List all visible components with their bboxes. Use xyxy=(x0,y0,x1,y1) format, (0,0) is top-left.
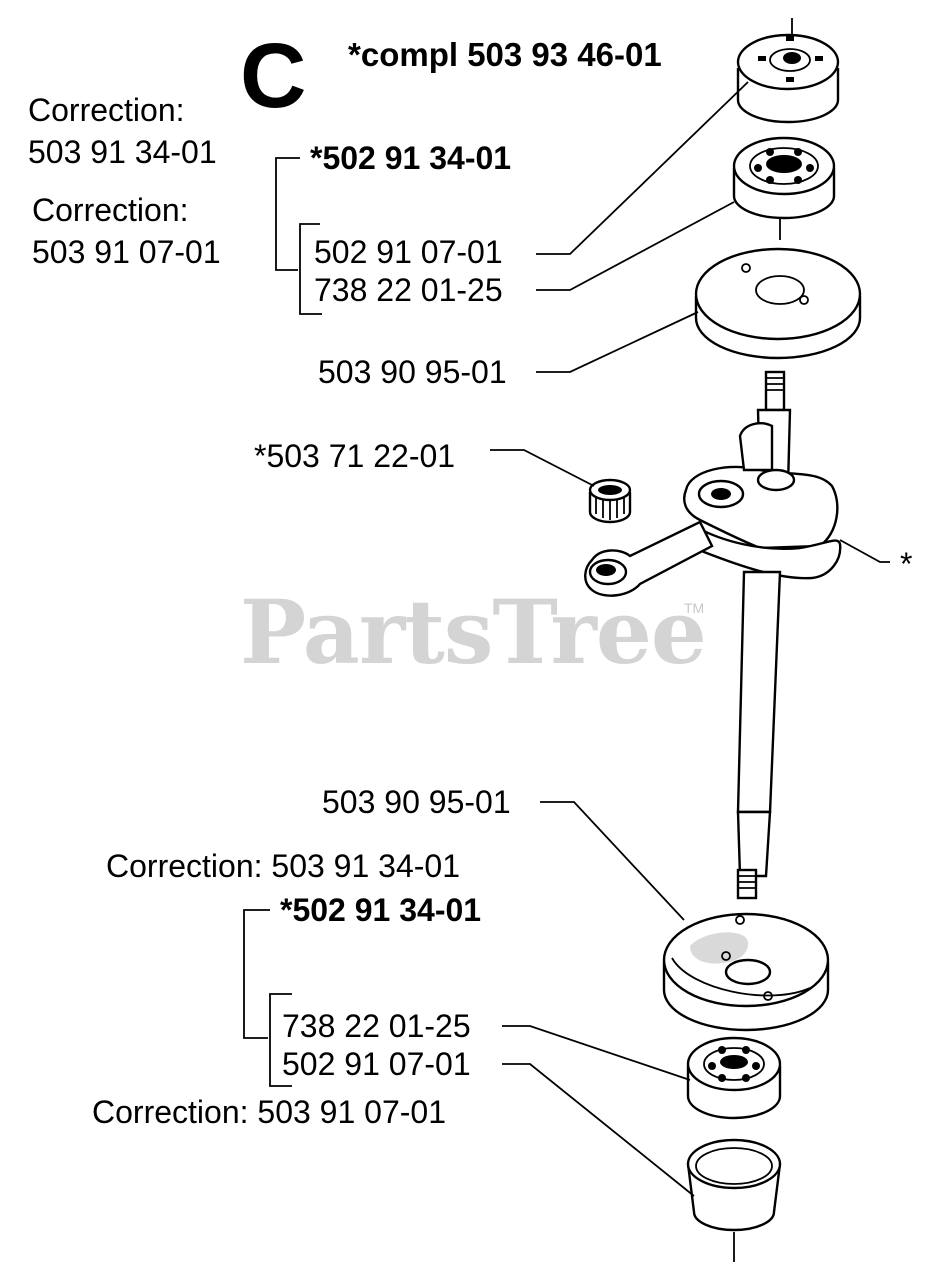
crankshaft-marker[interactable]: * xyxy=(900,546,913,582)
bottom-seal-part-number[interactable]: 502 91 07-01 xyxy=(282,1046,471,1082)
top-correction-label-2: Correction: xyxy=(32,192,189,228)
watermark: PartsTree xyxy=(240,580,707,684)
top-ball-bearing-part[interactable] xyxy=(732,136,836,220)
needle-bearing-part[interactable] xyxy=(588,478,632,524)
lower-ball-bearing-part[interactable] xyxy=(686,1036,782,1120)
bottom-group-label[interactable]: *502 91 34-01 xyxy=(280,892,482,928)
crankshaft-part[interactable] xyxy=(584,370,842,900)
bottom-bearing-part-number[interactable]: 738 22 01-25 xyxy=(282,1008,471,1044)
top-leader-lines xyxy=(275,81,890,563)
top-correction-value-1[interactable]: 503 91 34-01 xyxy=(28,134,217,170)
top-correction-label-1: Correction: xyxy=(28,92,185,128)
bottom-correction-top[interactable]: Correction: 503 91 34-01 xyxy=(106,848,460,884)
bottom-plate-part-number[interactable]: 503 90 95-01 xyxy=(322,784,511,820)
kit-label[interactable]: *compl 503 93 46-01 xyxy=(348,36,662,73)
top-seal-part[interactable] xyxy=(736,33,840,124)
needle-bearing-part-number[interactable]: *503 71 22-01 xyxy=(254,438,456,474)
top-group-label[interactable]: *502 91 34-01 xyxy=(310,140,512,176)
bottom-leader-lines xyxy=(243,801,695,1197)
bottom-correction-bottom[interactable]: Correction: 503 91 07-01 xyxy=(92,1094,446,1130)
watermark-trademark: TM xyxy=(684,600,705,616)
top-plate-part-number[interactable]: 503 90 95-01 xyxy=(318,354,507,390)
lower-seal-part[interactable] xyxy=(686,1138,782,1232)
section-letter: C xyxy=(240,25,307,127)
top-correction-value-2[interactable]: 503 91 07-01 xyxy=(32,234,221,270)
lower-plate-part[interactable] xyxy=(662,912,830,1032)
top-seal-part-number[interactable]: 502 91 07-01 xyxy=(314,234,503,270)
top-bearing-part-number[interactable]: 738 22 01-25 xyxy=(314,272,503,308)
top-plate-part[interactable] xyxy=(694,247,862,360)
